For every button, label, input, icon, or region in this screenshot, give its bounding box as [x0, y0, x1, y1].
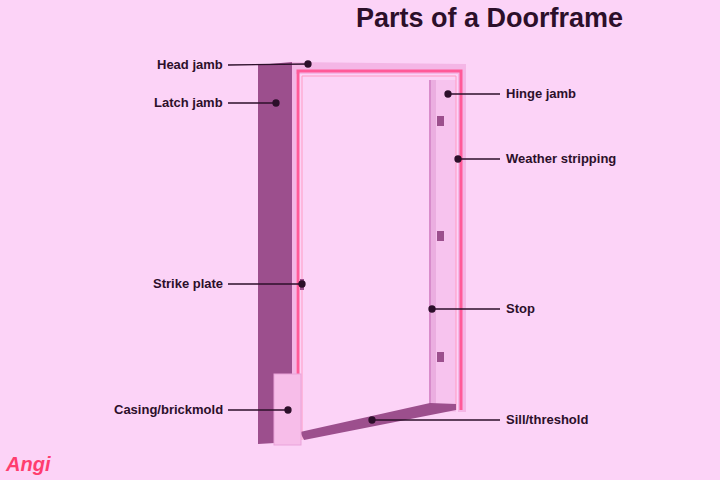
part-label: Hinge jamb: [506, 86, 576, 102]
brand-logo: Angi: [6, 452, 50, 476]
part-label: Sill/threshold: [506, 412, 588, 428]
part-label: Latch jamb: [154, 95, 223, 111]
leader-lines: [228, 61, 500, 423]
part-label: Strike plate: [153, 276, 223, 292]
hinge: [437, 231, 444, 241]
diagram-title: Parts of a Doorframe: [356, 2, 623, 34]
weather-stripping: [298, 71, 461, 440]
stop-line: [429, 80, 431, 410]
part-label: Casing/brickmold: [114, 402, 223, 418]
hinge-jamb: [430, 80, 456, 412]
hinge: [437, 116, 444, 126]
sill-threshold: [300, 403, 456, 440]
part-label: Weather stripping: [506, 151, 616, 167]
hinge-jamb-edge: [430, 80, 436, 410]
part-label: Head jamb: [157, 57, 223, 73]
part-label: Stop: [506, 301, 535, 317]
hinge: [437, 352, 444, 362]
weather-stripping-inner: [302, 76, 456, 440]
strike-plate: [300, 279, 304, 290]
head-jamb-band: [292, 62, 466, 442]
